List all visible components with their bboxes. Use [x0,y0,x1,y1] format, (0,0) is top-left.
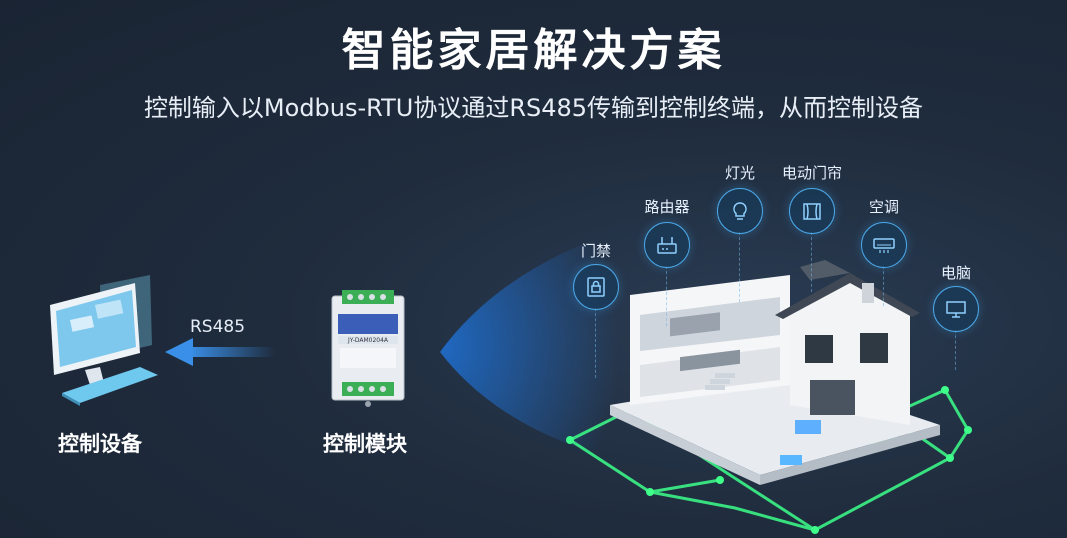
router-icon[interactable] [644,222,690,268]
computer-illustration [50,275,158,406]
device-label-light: 灯光 [724,164,755,182]
device-label-router: 路由器 [644,198,690,216]
smart-house-illustration [610,260,940,485]
control-module-illustration: JY-DAM0204A [331,290,405,407]
module-caption: 控制模块 [323,432,407,456]
device-label-curtain: 电动门帘 [781,164,842,182]
computer-caption: 控制设备 [58,432,142,456]
curtain-stem [811,232,812,292]
light-stem [739,232,740,302]
pc-stem [955,330,956,370]
page-subtitle: 控制输入以Modbus-RTU协议通过RS485传输到控制终端，从而控制设备 [143,94,924,122]
bulb-icon[interactable] [717,188,763,234]
curtain-icon[interactable] [789,188,835,234]
lock-stem [595,308,596,378]
rs485-label: RS485 [190,317,246,337]
ac-stem [883,266,884,306]
device-label-ac: 空调 [868,198,899,216]
lock-icon[interactable] [573,264,619,310]
monitor-icon[interactable] [933,286,979,332]
module-model-text: JY-DAM0204A [347,337,389,344]
rs485-arrow [165,338,275,366]
router-stem [666,266,667,326]
air-conditioner-icon[interactable] [861,222,907,268]
device-label-access: 门禁 [580,242,611,260]
page-title: 智能家居解决方案 [341,25,726,76]
device-label-pc: 电脑 [940,264,971,282]
